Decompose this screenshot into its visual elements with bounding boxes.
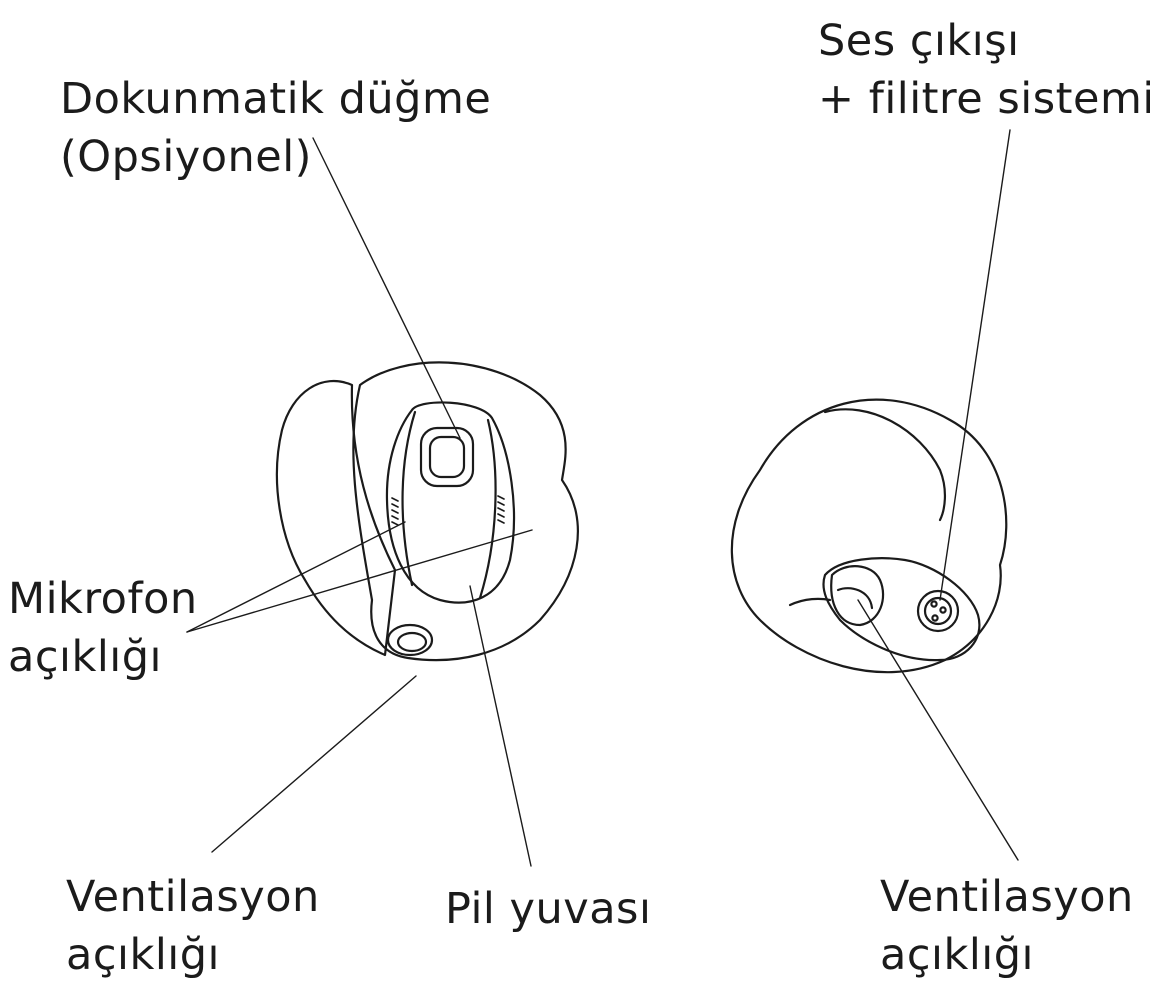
label-microphone-line2: açıklığı	[8, 632, 162, 682]
leader-vent-left	[211, 675, 417, 853]
filter-dot-2	[939, 606, 947, 614]
vent-hole-left-inner	[396, 631, 428, 653]
shell-ridge	[823, 408, 946, 522]
sound-outlet	[916, 589, 960, 633]
battery-door-inner-left	[401, 410, 417, 587]
hearing-aid-canal-view	[730, 398, 1008, 674]
label-touch-button: Dokunmatik düğme (Opsiyonel)	[60, 70, 491, 186]
label-vent-left: Ventilasyon açıklığı	[66, 868, 320, 984]
device-faceplate	[352, 361, 579, 662]
leader-sound-outlet	[939, 129, 1011, 601]
canal-tip	[822, 557, 981, 662]
label-vent-left-line2: açıklığı	[66, 930, 220, 980]
battery-door-inner-right	[478, 418, 497, 600]
label-touch-button-line1: Dokunmatik düğme	[60, 74, 492, 124]
leader-battery	[469, 585, 532, 867]
battery-door	[385, 401, 515, 604]
label-microphone-line1: Mikrofon	[8, 574, 198, 624]
label-sound-outlet: Ses çıkışı + filitre sistemi	[818, 12, 1150, 128]
leader-vent-right	[857, 599, 1019, 861]
touch-button-outer	[419, 426, 475, 488]
microphone-grille-right	[497, 495, 505, 524]
touch-button-inner	[428, 435, 466, 479]
shell-lip	[788, 597, 832, 607]
label-sound-outlet-line2: + filitre sistemi	[818, 74, 1150, 124]
filter-dot-3	[931, 614, 939, 622]
label-vent-right: Ventilasyon açıklığı	[880, 868, 1134, 984]
sound-outlet-inner	[923, 596, 953, 626]
leader-lines	[186, 129, 1019, 867]
hearing-aid-faceplate-view	[275, 361, 579, 662]
vent-hole-left	[386, 623, 434, 657]
leader-microphone-left	[186, 521, 406, 633]
leader-microphone-right	[186, 529, 533, 633]
label-battery-line1: Pil yuvası	[445, 884, 652, 934]
vent-hole-right-inner	[836, 587, 874, 610]
device-shell-back	[275, 379, 397, 657]
filter-dot-1	[930, 600, 938, 608]
microphone-grille-left	[391, 497, 399, 526]
leader-touch-button	[312, 137, 461, 439]
vent-hole-right	[830, 565, 885, 627]
label-microphone: Mikrofon açıklığı	[8, 570, 198, 686]
label-sound-outlet-line1: Ses çıkışı	[818, 16, 1020, 66]
device-shell-canal	[730, 398, 1008, 674]
label-battery: Pil yuvası	[445, 880, 651, 938]
label-vent-right-line1: Ventilasyon	[880, 872, 1134, 922]
label-vent-right-line2: açıklığı	[880, 930, 1034, 980]
label-touch-button-line2: (Opsiyonel)	[60, 132, 312, 182]
label-vent-left-line1: Ventilasyon	[66, 872, 320, 922]
